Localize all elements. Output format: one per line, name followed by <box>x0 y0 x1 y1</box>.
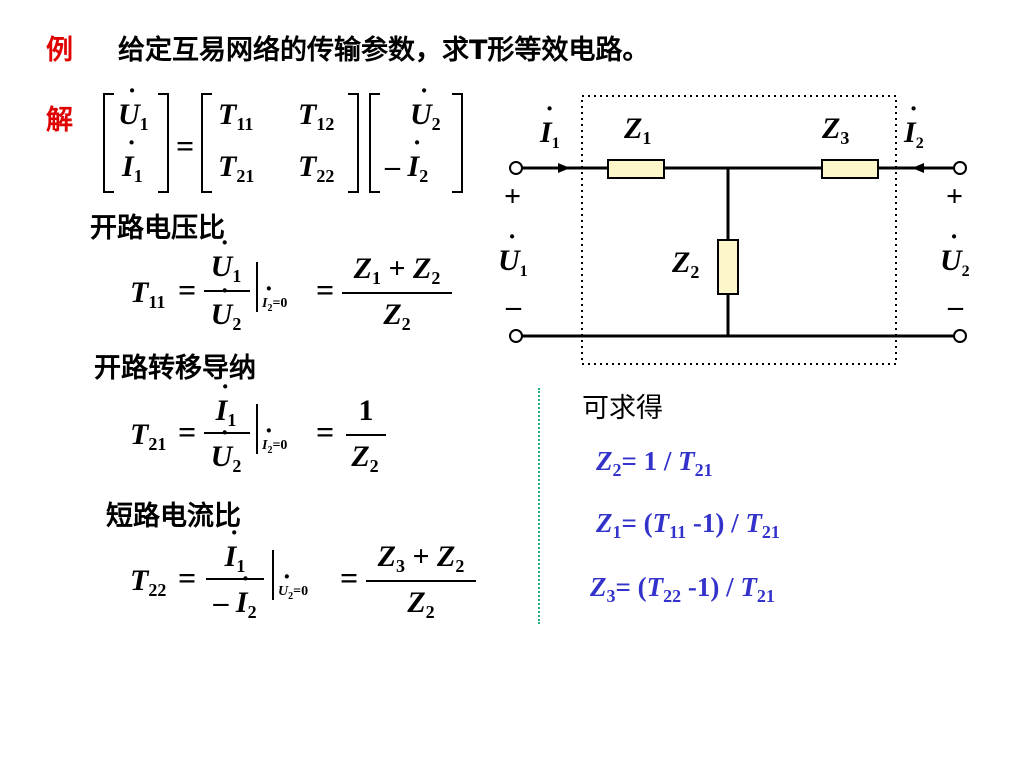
matrix-u2: U2 <box>410 76 441 135</box>
section-open-transfer-admittance: 开路转移导纳 <box>94 353 256 384</box>
result-z2: Z2= 1 / T21 <box>596 446 713 480</box>
t21-eval-bar <box>256 404 258 454</box>
terminal-1-prime <box>509 329 523 343</box>
resistor-z3 <box>821 159 879 179</box>
problem-statement: 给定互易网络的传输参数，求T形等效电路。 <box>118 35 650 66</box>
t11-eval-bar <box>256 262 258 312</box>
t22-fraction-bar <box>206 578 264 580</box>
matrix-t21: T21 <box>218 150 255 186</box>
current-arrow-i1 <box>558 163 570 173</box>
circuit-u1-plus: + <box>504 180 522 213</box>
result-z3: Z3= (T22 -1) / T21 <box>590 572 775 606</box>
circuit-i1-label: I1 <box>540 94 560 153</box>
results-heading: 可求得 <box>582 393 663 424</box>
matrix-t12: T12 <box>298 98 335 134</box>
circuit-u2-label: U2 <box>940 222 970 281</box>
t21-equals: = <box>178 414 197 450</box>
resistor-z2 <box>717 239 739 295</box>
t22-equals: = <box>178 560 197 596</box>
t22-rhs-fraction-bar <box>366 580 476 582</box>
solution-label: 解 <box>46 105 73 136</box>
matrix-t22: T22 <box>298 150 335 186</box>
t-equivalent-circuit <box>509 95 967 365</box>
resistor-z1 <box>607 159 665 179</box>
terminal-1 <box>509 161 523 175</box>
current-arrow-i2 <box>912 163 924 173</box>
circuit-u1-label: U1 <box>498 222 528 281</box>
t21-rhs-denominator: Z2 <box>351 440 379 476</box>
t11-numerator: U1 <box>202 228 250 287</box>
t22-condition: U2=0 <box>278 562 308 602</box>
matrix-u1: U1 <box>118 76 149 135</box>
t11-rhs-numerator: Z1 + Z2 <box>353 252 441 288</box>
t21-numerator: I1 <box>202 372 250 431</box>
t11-denominator: U2 <box>202 276 250 335</box>
t21-equals-2: = <box>316 414 335 450</box>
t22-lhs: T22 <box>130 564 167 600</box>
circuit-z2-label: Z2 <box>672 246 700 282</box>
t22-rhs-numerator: Z3 + Z2 <box>377 540 465 576</box>
matrix-t11: T11 <box>218 98 254 134</box>
section-divider <box>538 388 540 624</box>
network-boundary <box>581 95 897 365</box>
section-short-current-ratio: 短路电流比 <box>106 501 241 532</box>
circuit-z1-label: Z1 <box>624 112 652 148</box>
t22-denominator: – I2 <box>204 564 266 623</box>
t11-rhs-fraction-bar <box>342 292 452 294</box>
t22-numerator: I1 <box>206 518 264 577</box>
t21-rhs-fraction-bar <box>346 434 386 436</box>
circuit-u2-minus: – <box>948 290 963 323</box>
example-label: 例 <box>46 35 73 66</box>
t21-lhs: T21 <box>130 418 167 454</box>
t22-equals-2: = <box>340 560 359 596</box>
terminal-2 <box>953 161 967 175</box>
circuit-u2-plus: + <box>946 180 964 213</box>
t11-condition: I2=0 <box>262 274 287 314</box>
matrix-equals: = <box>176 128 195 164</box>
t11-lhs: T11 <box>130 276 166 312</box>
t22-eval-bar <box>272 550 274 600</box>
matrix-i1: I1 <box>122 128 143 187</box>
circuit-z3-label: Z3 <box>822 112 850 148</box>
circuit-i2-label: I2 <box>904 94 924 153</box>
t11-rhs-denominator: Z2 <box>383 298 411 334</box>
matrix-minus-i2: – I2 <box>385 128 428 187</box>
t22-rhs-denominator: Z2 <box>407 586 435 622</box>
circuit-u1-minus: – <box>506 290 521 323</box>
t21-rhs-numerator: 1 <box>358 394 374 427</box>
terminal-2-prime <box>953 329 967 343</box>
t11-equals-2: = <box>316 272 335 308</box>
t11-equals: = <box>178 272 197 308</box>
result-z1: Z1= (T11 -1) / T21 <box>596 508 780 542</box>
t21-denominator: U2 <box>202 418 250 477</box>
matrix-brackets <box>103 93 463 193</box>
t21-condition: I2=0 <box>262 416 287 456</box>
section-open-voltage-ratio: 开路电压比 <box>90 213 225 244</box>
